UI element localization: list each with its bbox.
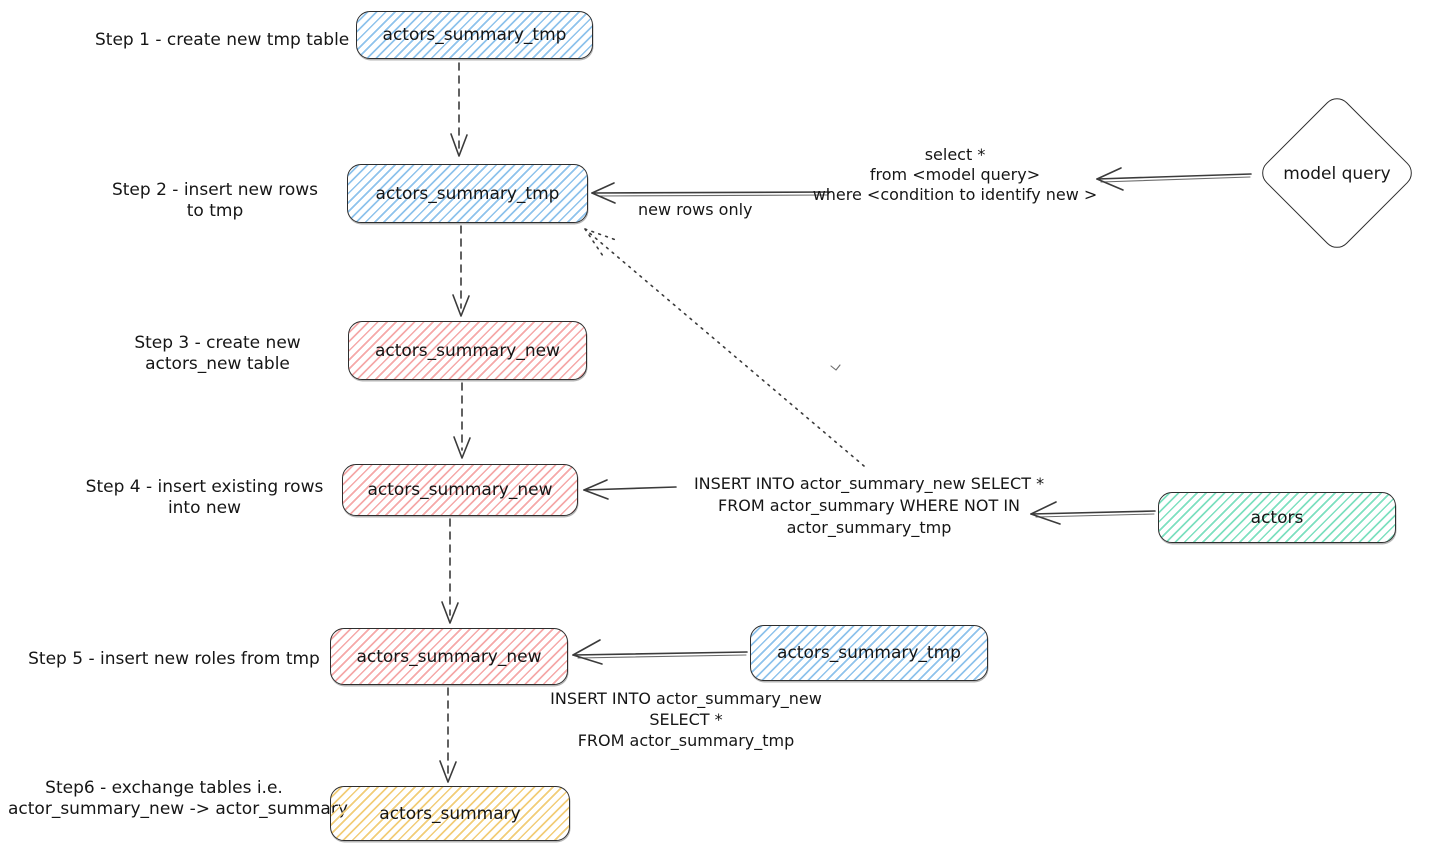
arrowhead-left-icon [572,639,603,665]
arrow-shaft-sketch [577,654,747,659]
node-label: actors_summary_tmp [382,25,567,45]
arrow-shaft [572,651,748,656]
node-step3-actors-summary-new: actors_summary_new [348,321,587,380]
step5-label-line: Step 5 - insert new roles from tmp [28,649,320,669]
arrow-dotted-insert-to-step2-box [584,228,865,467]
insert-from-tmp-line: SELECT * [649,710,723,729]
step2-label-line: Step 2 - insert new rows [111,180,319,200]
node-tmp-source-actors-summary-tmp: actors_summary_tmp [750,625,988,681]
arrowhead-left-icon [1030,501,1061,525]
new-rows-only-label: new rows only [638,199,753,220]
step2-label-line: to tmp [186,201,244,221]
arrow-step1-to-step2 [450,62,468,157]
insert-existing-line: INSERT INTO actor_summary_new SELECT * [693,474,1045,493]
step5-label: Step 5 - insert new roles from tmp [28,649,320,670]
arrowhead-down-icon [439,760,457,783]
arrowhead-left-icon [591,182,616,204]
select-query-line: from <model query> [869,165,1041,184]
arrowhead-down-icon [452,294,470,317]
new-rows-only-text: new rows only [638,200,753,219]
step2-label: Step 2 - insert new rows to tmp [105,180,325,222]
node-model-query-label: model query [1257,144,1417,204]
step1-label-line: Step 1 - create new tmp table [95,30,350,50]
arrow-step3-to-step4 [453,382,471,459]
step4-label: Step 4 - insert existing rows into new [82,477,327,519]
arrow-step5-to-step6 [439,687,457,783]
arrow-select-to-step2-box [591,182,831,204]
step3-label-line: actors_new table [145,354,290,374]
node-label: actors_summary_new [356,646,542,667]
arrow-shaft [583,486,677,491]
insert-existing-line: FROM actor_summary WHERE NOT IN [717,496,1020,515]
node-step1-actors-summary-tmp: actors_summary_tmp [356,11,593,59]
arrowhead-left-icon [1096,167,1124,191]
arrow-shaft-sketch [1100,176,1251,183]
arrow-actors-to-insert-existing [1030,501,1156,525]
insert-existing-annotation: INSERT INTO actor_summary_new SELECT * F… [683,473,1055,539]
node-step5-actors-summary-new: actors_summary_new [330,628,568,685]
insert-from-tmp-annotation: INSERT INTO actor_summary_new SELECT * F… [536,688,836,751]
arrowhead-down-icon [441,601,459,624]
step6-label-line: Step6 - exchange tables i.e. [45,778,283,798]
node-step2-actors-summary-tmp: actors_summary_tmp [347,164,588,223]
node-step4-actors-summary-new: actors_summary_new [342,464,578,516]
arrow-model-query-to-select [1096,167,1252,191]
step1-label: Step 1 - create new tmp table [95,30,350,51]
node-label: actors_summary_tmp [375,183,560,204]
arrow-insert-existing-to-step4-box [583,479,677,500]
arrowhead-down-icon [450,133,468,157]
arrow-shaft [591,191,831,194]
step6-label: Step6 - exchange tables i.e. actor_summa… [8,778,348,820]
node-step6-actors-summary: actors_summary [330,786,570,841]
step4-label-line: into new [167,498,242,518]
node-label: actors [1250,507,1304,528]
insert-existing-line: actor_summary_tmp [786,518,952,537]
arrow-shaft [1030,510,1156,515]
insert-from-tmp-line: FROM actor_summary_tmp [577,731,795,750]
select-query-annotation: select * from <model query> where <condi… [805,145,1105,205]
arrowhead-dotted-icon [584,228,620,260]
node-label: actors_summary [379,803,521,824]
arrow-shaft-sketch [597,194,829,197]
arrow-tmp-to-step5-box [572,639,748,665]
select-query-line: select * [924,145,986,164]
arrowhead-down-icon [453,436,471,459]
node-label: model query [1283,164,1391,184]
step3-label-line: Step 3 - create new [134,333,301,353]
arrow-shaft-sketch [1035,513,1155,518]
arrow-step2-to-step3 [452,225,470,317]
node-label: actors_summary_tmp [777,643,961,663]
select-query-line: where <condition to identify new > [812,185,1098,204]
arrowhead-left-icon [583,479,609,500]
arrow-shaft [1096,173,1252,180]
node-label: actors_summary_new [367,480,553,500]
node-label: actors_summary_new [374,340,561,361]
node-actors: actors [1158,492,1396,543]
arrow-step4-to-step5 [441,518,459,624]
step4-label-line: Step 4 - insert existing rows [85,477,324,497]
step3-label: Step 3 - create new actors_new table [110,333,325,375]
step6-label-line: actor_summary_new -> actor_summary [8,799,348,819]
stray-mark [830,364,841,371]
insert-from-tmp-line: INSERT INTO actor_summary_new [550,689,822,708]
arrow-shaft [585,229,865,467]
